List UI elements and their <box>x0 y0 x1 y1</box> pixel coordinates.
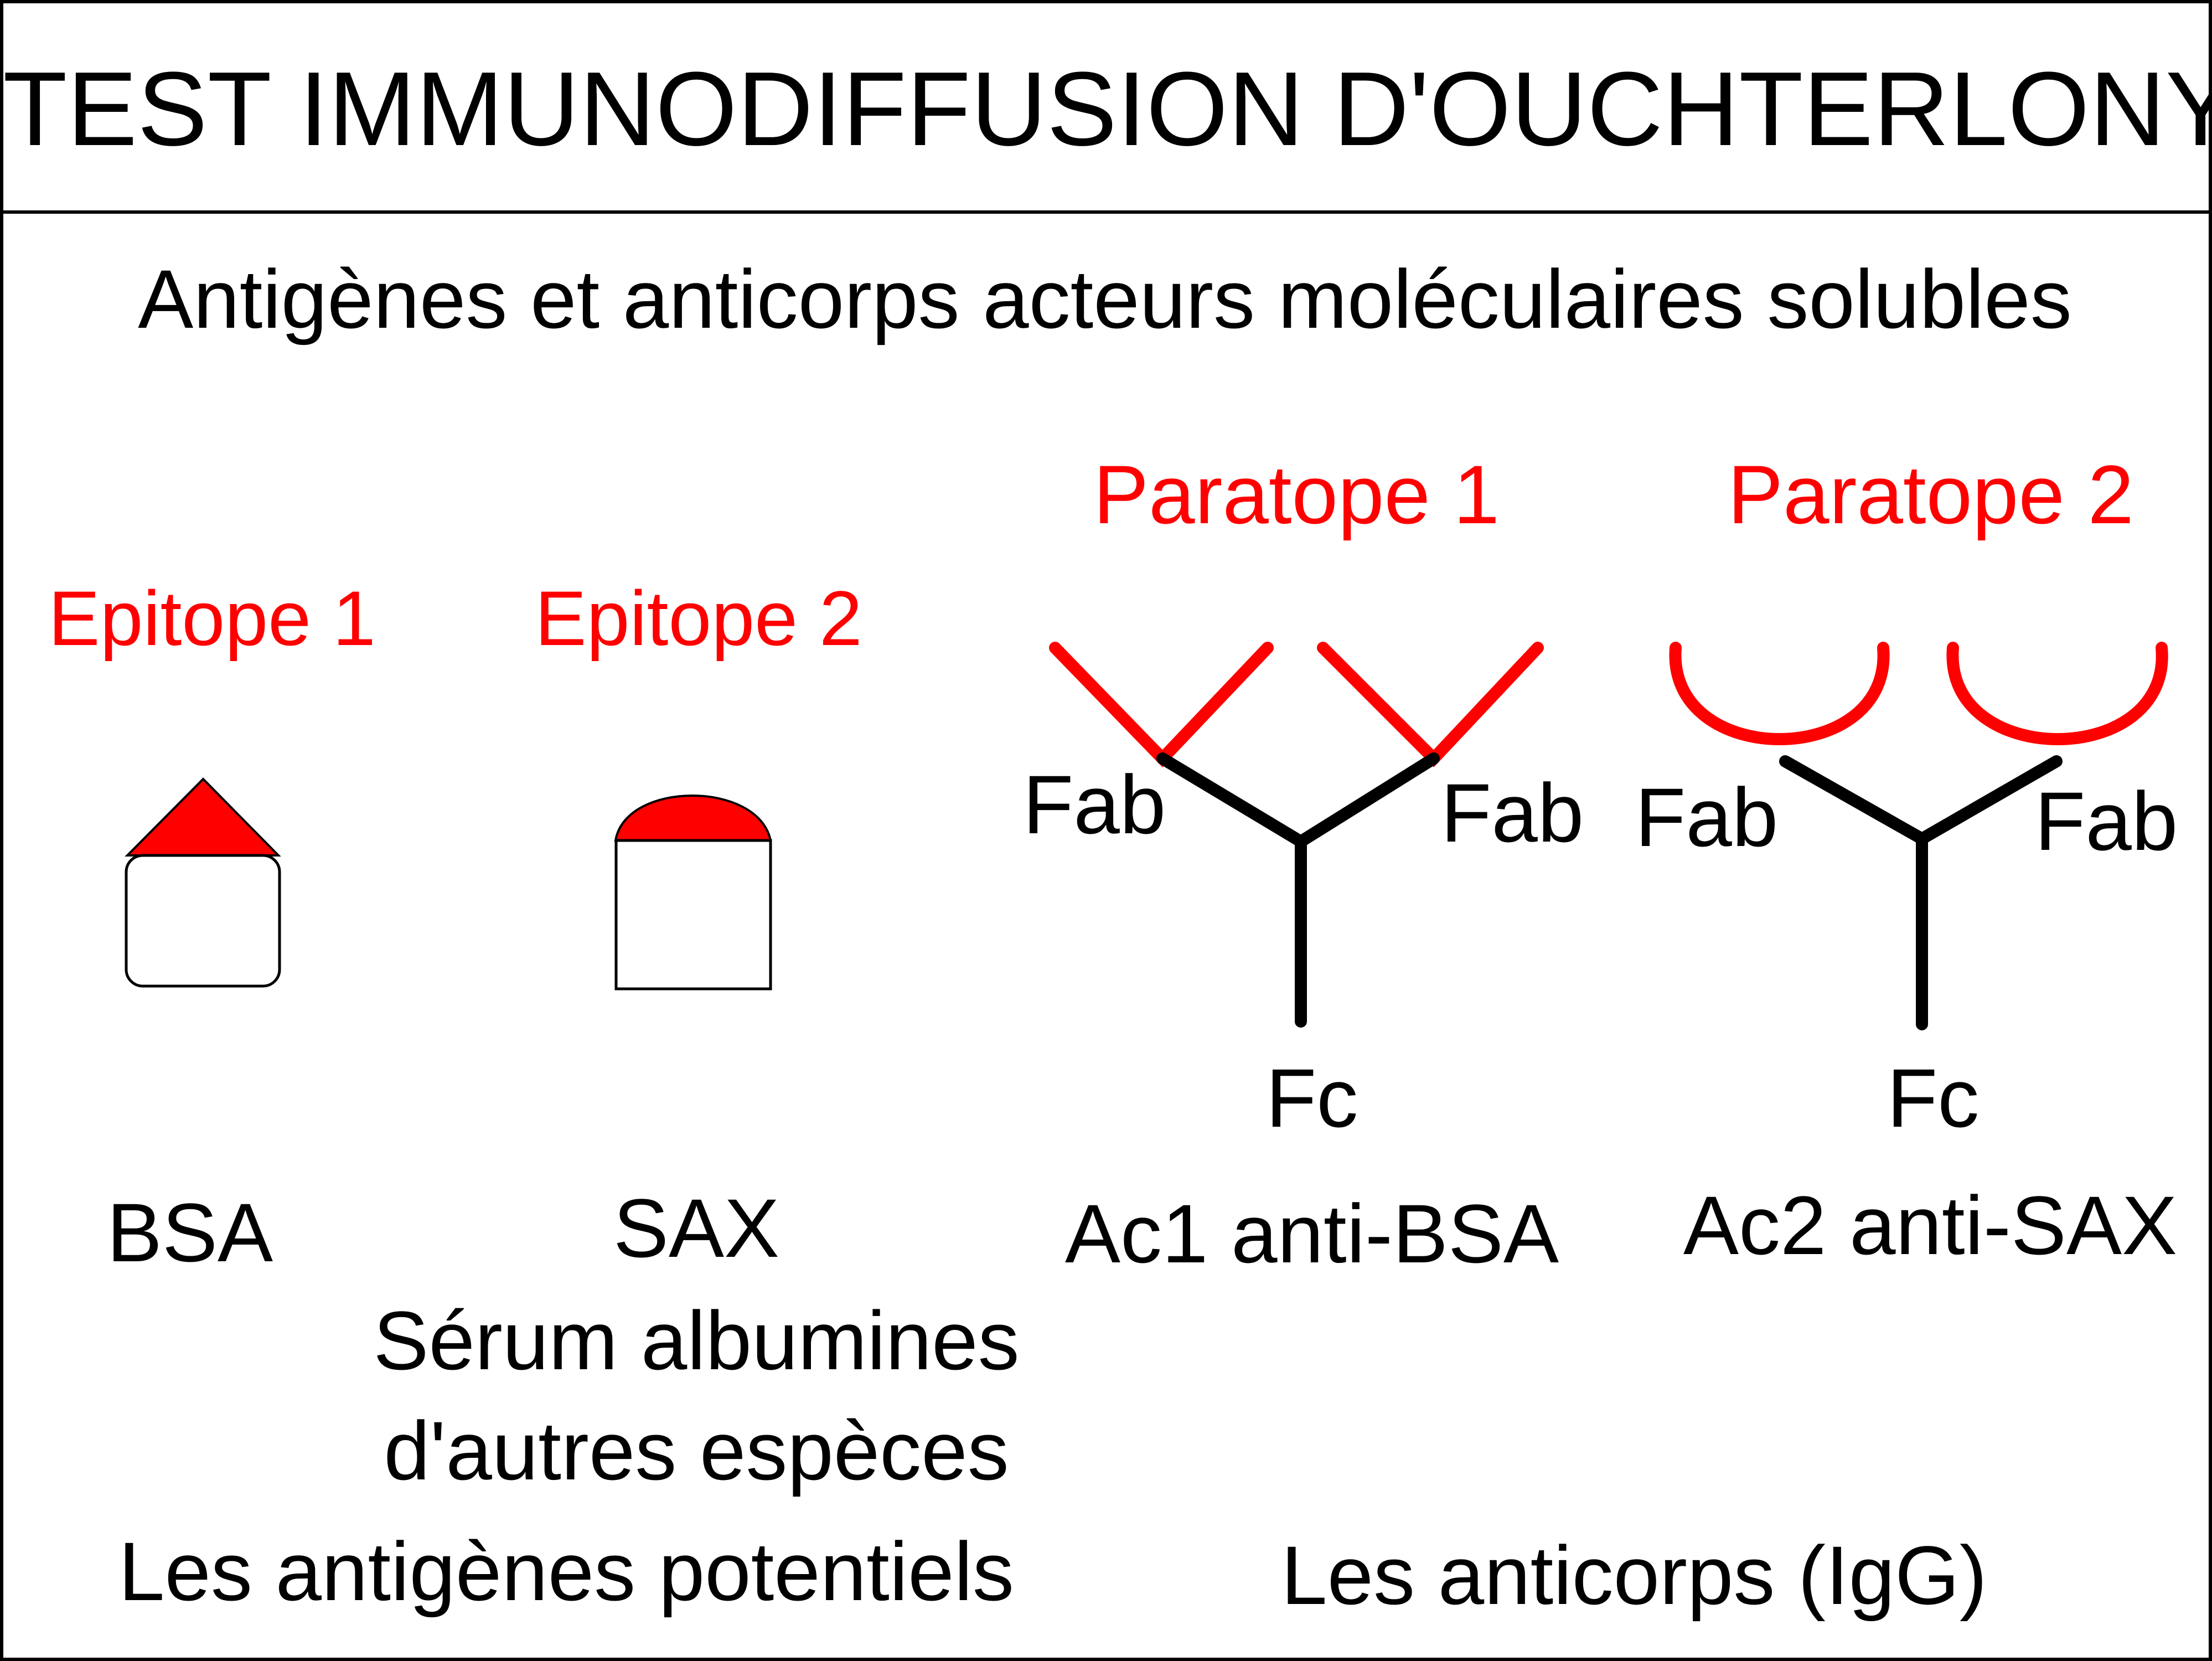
bsa-body <box>125 854 281 988</box>
ac1-fc: Fc <box>1266 1051 1358 1144</box>
ac1-name: Ac1 anti-BSA <box>1065 1187 1559 1280</box>
antibodies-group-label: Les anticorps (IgG) <box>1281 1529 1987 1622</box>
ac2-fab-left: Fab <box>1635 771 1778 864</box>
paratope-2-left-cup <box>1669 642 1890 745</box>
sax-body <box>614 839 772 991</box>
paratope-2-cups <box>1669 642 2168 745</box>
page-subtitle: Antigènes et anticorps acteurs moléculai… <box>138 252 2072 345</box>
ac2-antibody: Paratope 2 Fab Fab Fc Ac2 anti-SAX <box>1635 448 2178 1272</box>
page-title: TEST IMMUNODIFFUSION D'OUCHTERLONY <box>3 50 2212 168</box>
ac2-fc: Fc <box>1887 1051 1980 1144</box>
paratope-2-label: Paratope 2 <box>1728 448 2134 541</box>
bsa-name: BSA <box>107 1186 273 1279</box>
bsa-antigen: Epitope 1 BSA <box>48 575 376 1279</box>
ac1-antibody: Paratope 1 Fab Fab Fc Ac1 anti-BSA <box>1023 448 1584 1280</box>
ac1-fab-left: Fab <box>1023 758 1166 851</box>
sax-name: SAX <box>613 1182 779 1275</box>
ac1-y-stem <box>1156 752 1440 1028</box>
sax-description-line-2: d'autres espèces <box>384 1404 1009 1497</box>
epitope-1-label: Epitope 1 <box>48 575 376 662</box>
epitope-2-dome <box>614 795 772 842</box>
ac2-y-stem <box>1779 755 2063 1030</box>
sax-description-line-1: Sérum albumines <box>373 1294 1019 1387</box>
sax-antigen: Epitope 2 SAX Sérum albumines d'autres e… <box>373 575 1019 1497</box>
ac1-fab-right: Fab <box>1441 766 1584 859</box>
epitope-2-label: Epitope 2 <box>535 575 862 662</box>
ac2-fab-right: Fab <box>2035 775 2178 868</box>
ac2-name: Ac2 anti-SAX <box>1683 1179 2177 1272</box>
paratope-1-label: Paratope 1 <box>1093 448 1500 541</box>
paratope-2-right-cup <box>1946 642 2168 745</box>
antigens-group-label: Les antigènes potentiels <box>118 1525 1014 1618</box>
